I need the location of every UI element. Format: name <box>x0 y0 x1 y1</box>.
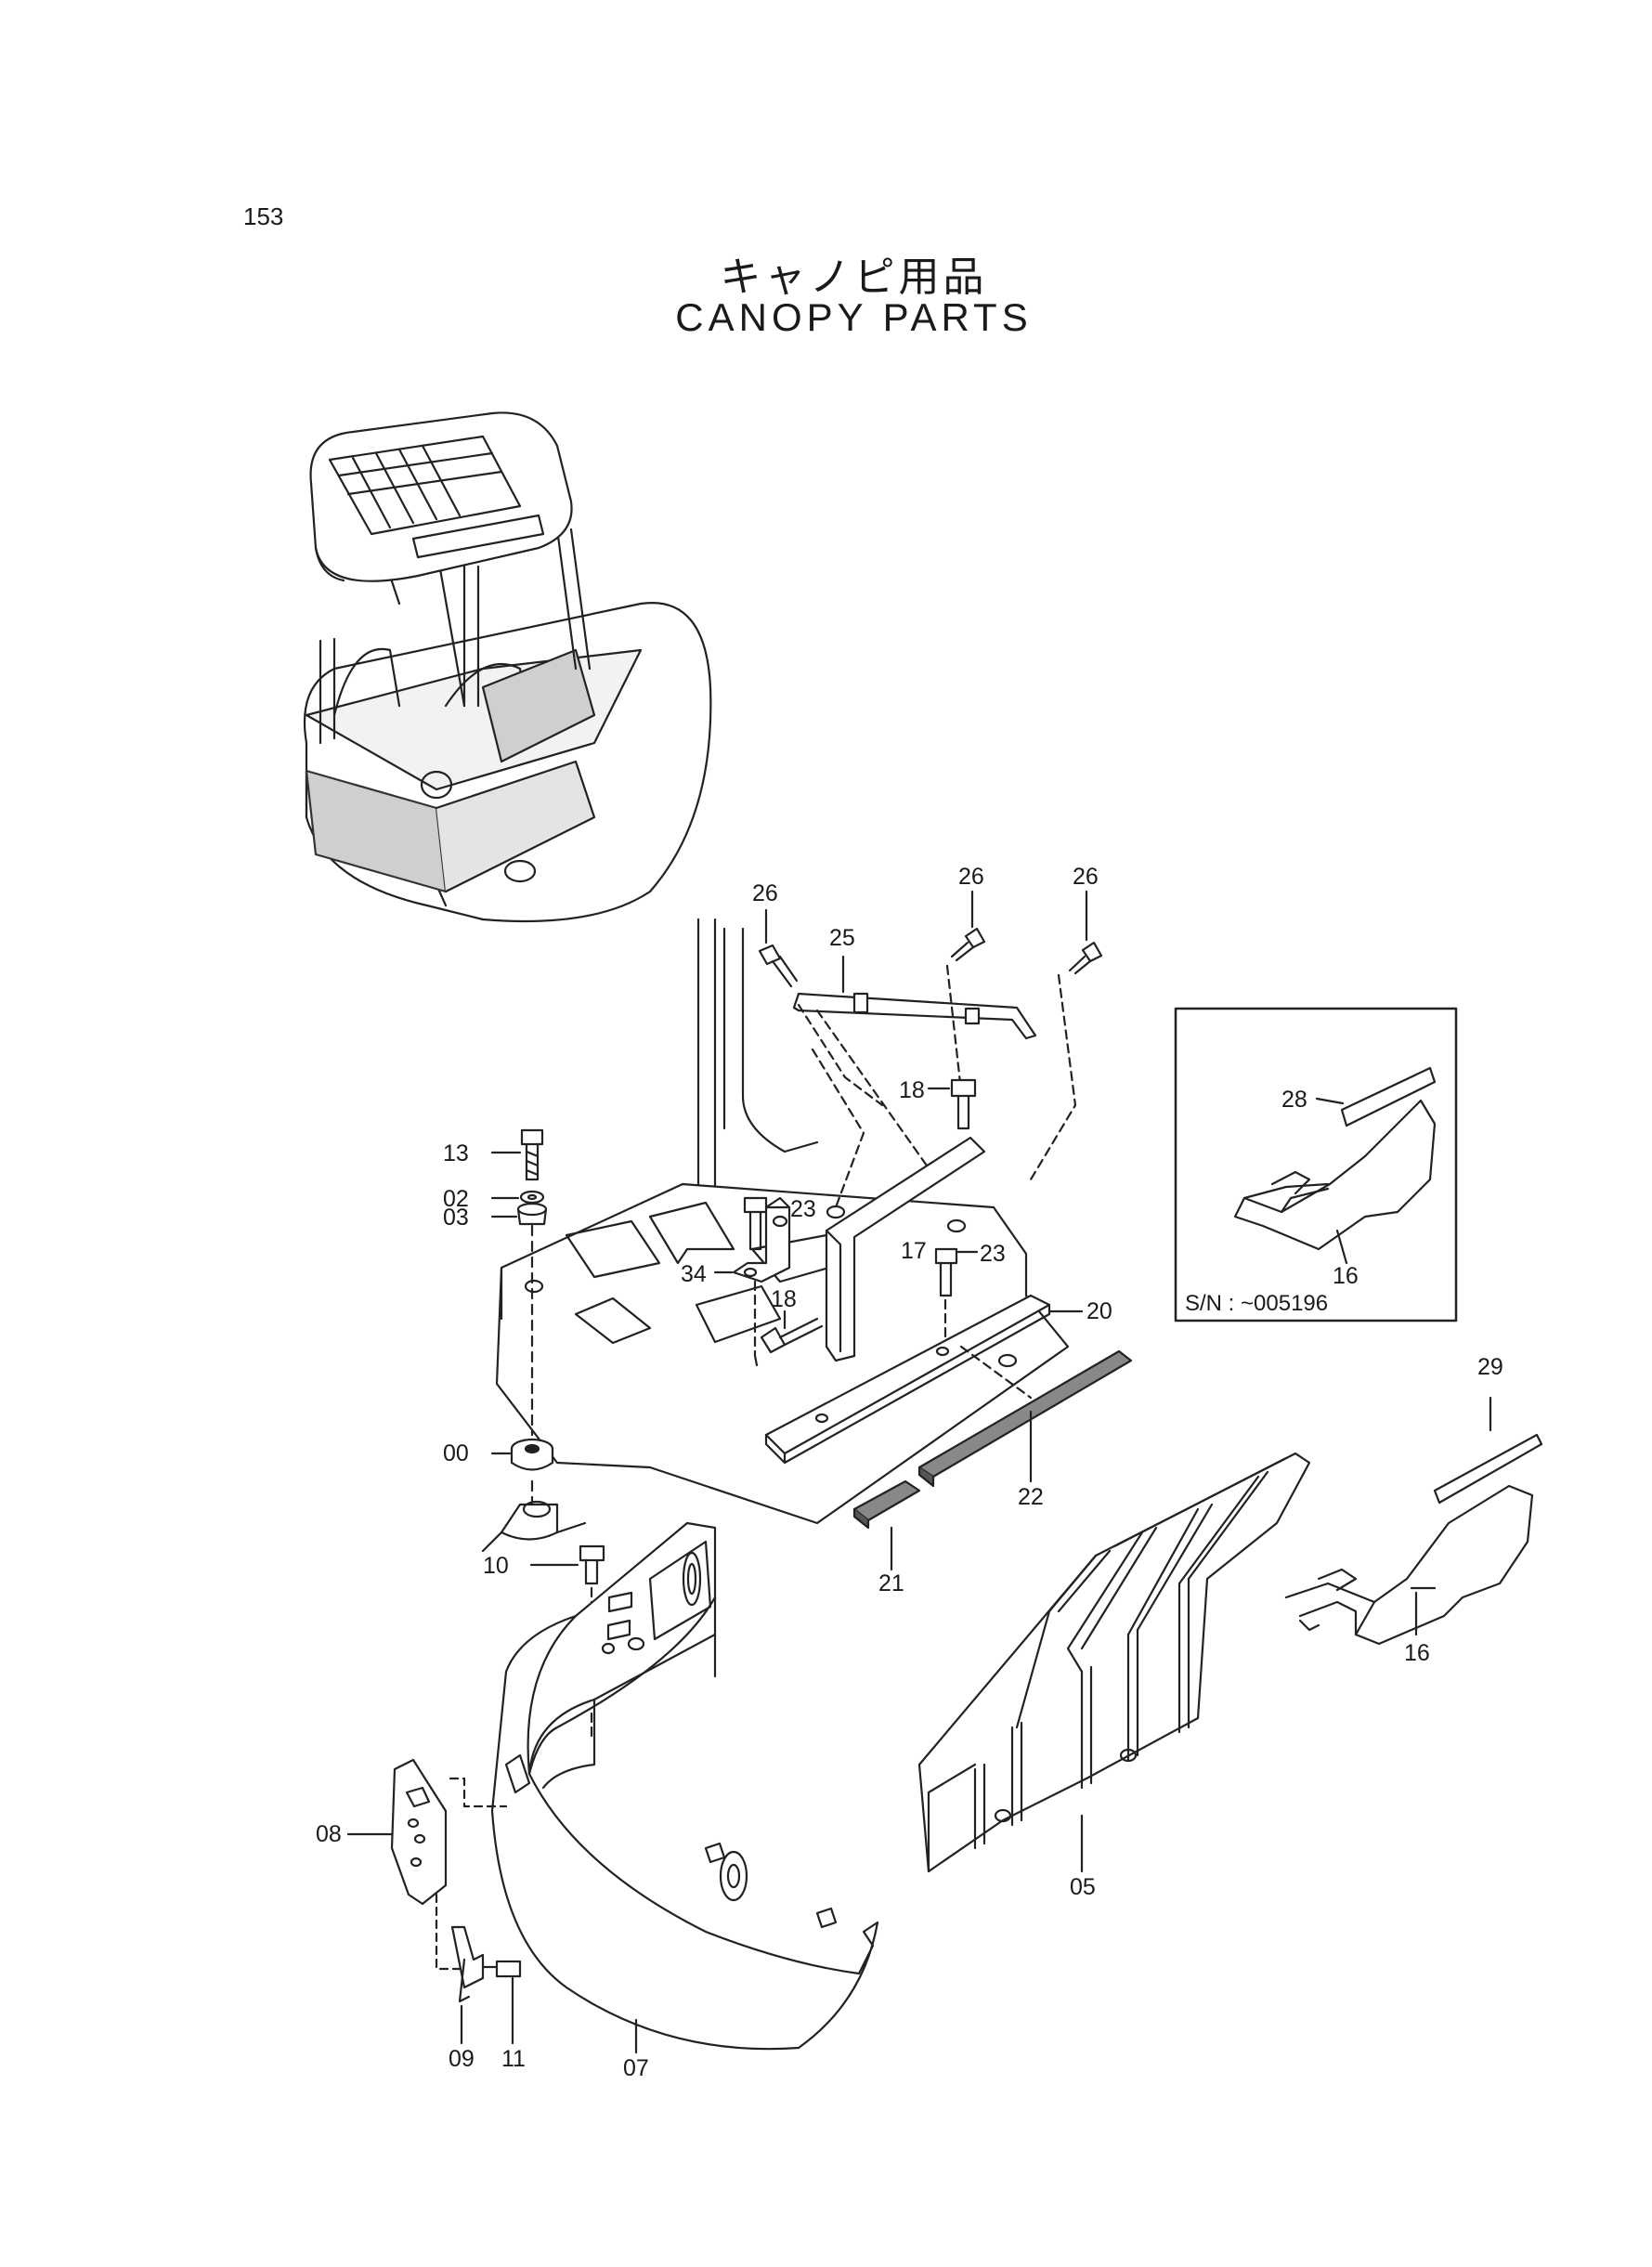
callout-13: 13 <box>443 1140 469 1166</box>
callout-22: 22 <box>1018 1484 1044 1510</box>
callout-17: 17 <box>901 1238 927 1264</box>
page-number: 153 <box>243 202 284 230</box>
callout-16-inset: 16 <box>1333 1263 1359 1289</box>
callout-10: 10 <box>483 1553 509 1579</box>
bracket-25-with-bolts-26 <box>758 890 1103 1209</box>
plate-34-with-bolt-23 <box>713 1196 791 1367</box>
callout-05: 05 <box>1070 1874 1096 1900</box>
callout-29: 29 <box>1477 1354 1503 1380</box>
callout-02: 02 <box>443 1186 469 1212</box>
callout-26-middle: 26 <box>958 864 984 890</box>
callout-08: 08 <box>316 1821 342 1847</box>
callout-18-lower: 18 <box>771 1286 797 1312</box>
callout-26-right: 26 <box>1073 864 1099 890</box>
plate-08-bracket-09-bolt-11 <box>346 1758 522 2045</box>
floor-plate-assembly <box>481 918 1070 1553</box>
callout-28: 28 <box>1281 1087 1307 1113</box>
bracket-17-with-bolts-18 <box>760 1078 986 1362</box>
callout-00: 00 <box>443 1440 469 1466</box>
callout-16-lower: 16 <box>1404 1640 1430 1666</box>
callout-20: 20 <box>1086 1298 1112 1324</box>
side-cover-05 <box>917 1452 1311 1873</box>
serial-number-inset <box>1174 1007 1458 1322</box>
bolt-13-stack <box>490 1128 548 1455</box>
callout-07: 07 <box>623 2055 649 2081</box>
callout-25: 25 <box>829 925 855 951</box>
callout-23-lower: 23 <box>980 1241 1006 1267</box>
rear-cover-07 <box>490 1521 879 2054</box>
seal-strips-21-22 <box>852 1345 1133 1571</box>
callout-11: 11 <box>501 2046 526 2072</box>
callout-03: 03 <box>443 1205 469 1231</box>
serial-number-note: S/N : ~005196 <box>1185 1291 1329 1316</box>
bar-20-with-bolt-23 <box>764 1247 1084 1465</box>
callout-21: 21 <box>878 1570 904 1596</box>
callout-34: 34 <box>681 1261 707 1287</box>
page-title-english: CANOPY PARTS <box>675 295 1033 339</box>
callout-18-upper: 18 <box>899 1077 925 1103</box>
callout-26-left: 26 <box>752 880 778 906</box>
callout-09: 09 <box>449 2046 475 2072</box>
cover-16-and-strip-29 <box>1284 1396 1543 1646</box>
callout-23-upper: 23 <box>790 1196 816 1222</box>
machine-overview-illustration <box>303 411 712 923</box>
page-title-japanese: キャノピ用品 <box>720 254 988 301</box>
